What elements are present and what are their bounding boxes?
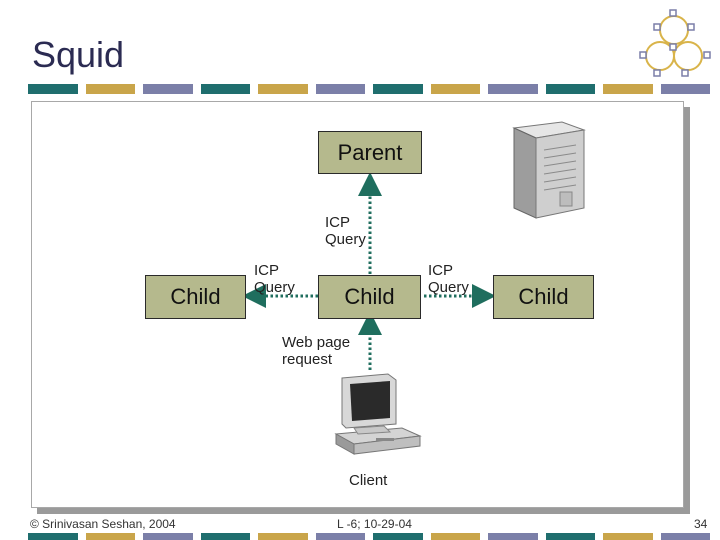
stripe-segment: [660, 84, 710, 94]
stripe-segment: [603, 533, 653, 540]
request-label-line: request: [282, 351, 333, 368]
parent-node: Parent: [318, 131, 422, 174]
stripe-segment: [603, 84, 653, 94]
stripe-segment: [430, 533, 480, 540]
stripe-segment: [200, 84, 250, 94]
stripe-segment: [258, 533, 308, 540]
stripe-segment: [85, 84, 135, 94]
stripe-segment: [488, 533, 538, 540]
stripe-segment: [373, 533, 423, 540]
stripe-segment: [258, 84, 308, 94]
desktop-computer-icon: [334, 373, 422, 455]
icp-query-label-right: ICP Query: [428, 262, 469, 296]
icp-query-label-left: ICP Query: [254, 262, 295, 296]
stripe-segment: [28, 84, 78, 94]
stripe-segment: [315, 533, 365, 540]
footer-lecture: L -6; 10-29-04: [337, 517, 412, 531]
footer-page-number: 34: [694, 517, 708, 531]
network-nodes-logo-icon: [639, 9, 711, 77]
stripe-segment: [85, 533, 135, 540]
query-label-line: Query: [254, 279, 295, 296]
stripe-segment: [28, 533, 78, 540]
icp-label-line: ICP: [428, 262, 454, 279]
web-request-label: Web page request: [282, 334, 350, 368]
stripe-segment: [430, 84, 480, 94]
top-stripe: [28, 84, 718, 94]
server-tower-icon: [512, 121, 586, 219]
stripe-segment: [545, 84, 595, 94]
stripe-segment: [200, 533, 250, 540]
child-node-right: Child: [493, 275, 594, 319]
query-label-line: Query: [325, 231, 366, 248]
footer-copyright: © Srinivasan Seshan, 2004: [30, 517, 176, 531]
slide-title: Squid: [32, 34, 125, 75]
stripe-segment: [143, 533, 193, 540]
stripe-segment: [373, 84, 423, 94]
bottom-stripe: [28, 533, 718, 540]
stripe-segment: [488, 84, 538, 94]
stripe-segment: [545, 533, 595, 540]
icp-query-label-top: ICP Query: [325, 214, 366, 248]
icp-label-line: ICP: [325, 214, 351, 231]
stripe-segment: [660, 533, 710, 540]
client-label: Client: [349, 472, 388, 489]
web-page-label-line: Web page: [282, 334, 351, 351]
child-node-center: Child: [318, 275, 421, 319]
stripe-segment: [143, 84, 193, 94]
query-label-line: Query: [428, 279, 469, 296]
child-node-left: Child: [145, 275, 246, 319]
icp-label-line: ICP: [254, 262, 280, 279]
stripe-segment: [315, 84, 365, 94]
